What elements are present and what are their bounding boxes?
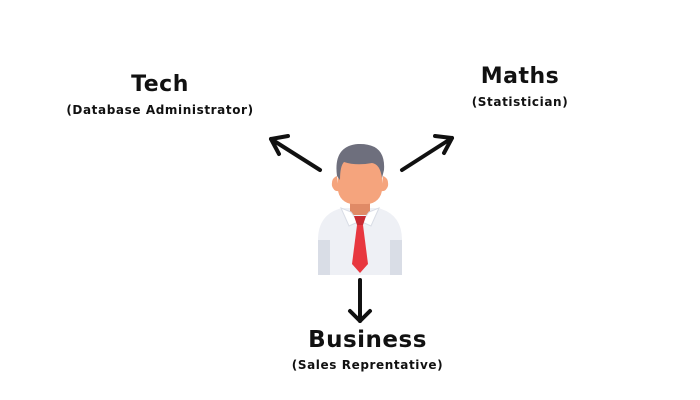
node-maths-title: Maths: [480, 64, 560, 89]
arrow-to-tech: [269, 134, 322, 172]
node-business: Business (Sales Reprentative): [275, 327, 460, 374]
tie: [352, 225, 368, 273]
face: [338, 154, 382, 204]
arrow-to-business: [348, 278, 372, 323]
node-business-subtitle: (Sales Reprentative): [291, 358, 444, 372]
node-maths: Maths (Statistician): [450, 64, 590, 111]
node-maths-subtitle: (Statistician): [471, 95, 569, 109]
node-tech-title: Tech: [131, 72, 189, 97]
node-tech-subtitle: (Database Administrator): [66, 103, 254, 117]
node-business-title: Business: [308, 327, 427, 353]
arrow-to-maths: [400, 134, 454, 172]
shirt-shade: [318, 240, 330, 275]
ears: [331, 176, 389, 192]
tie-knot: [354, 216, 366, 225]
node-tech: Tech (Database Administrator): [55, 72, 265, 119]
hair: [336, 143, 385, 180]
businessman-icon: [318, 143, 402, 275]
